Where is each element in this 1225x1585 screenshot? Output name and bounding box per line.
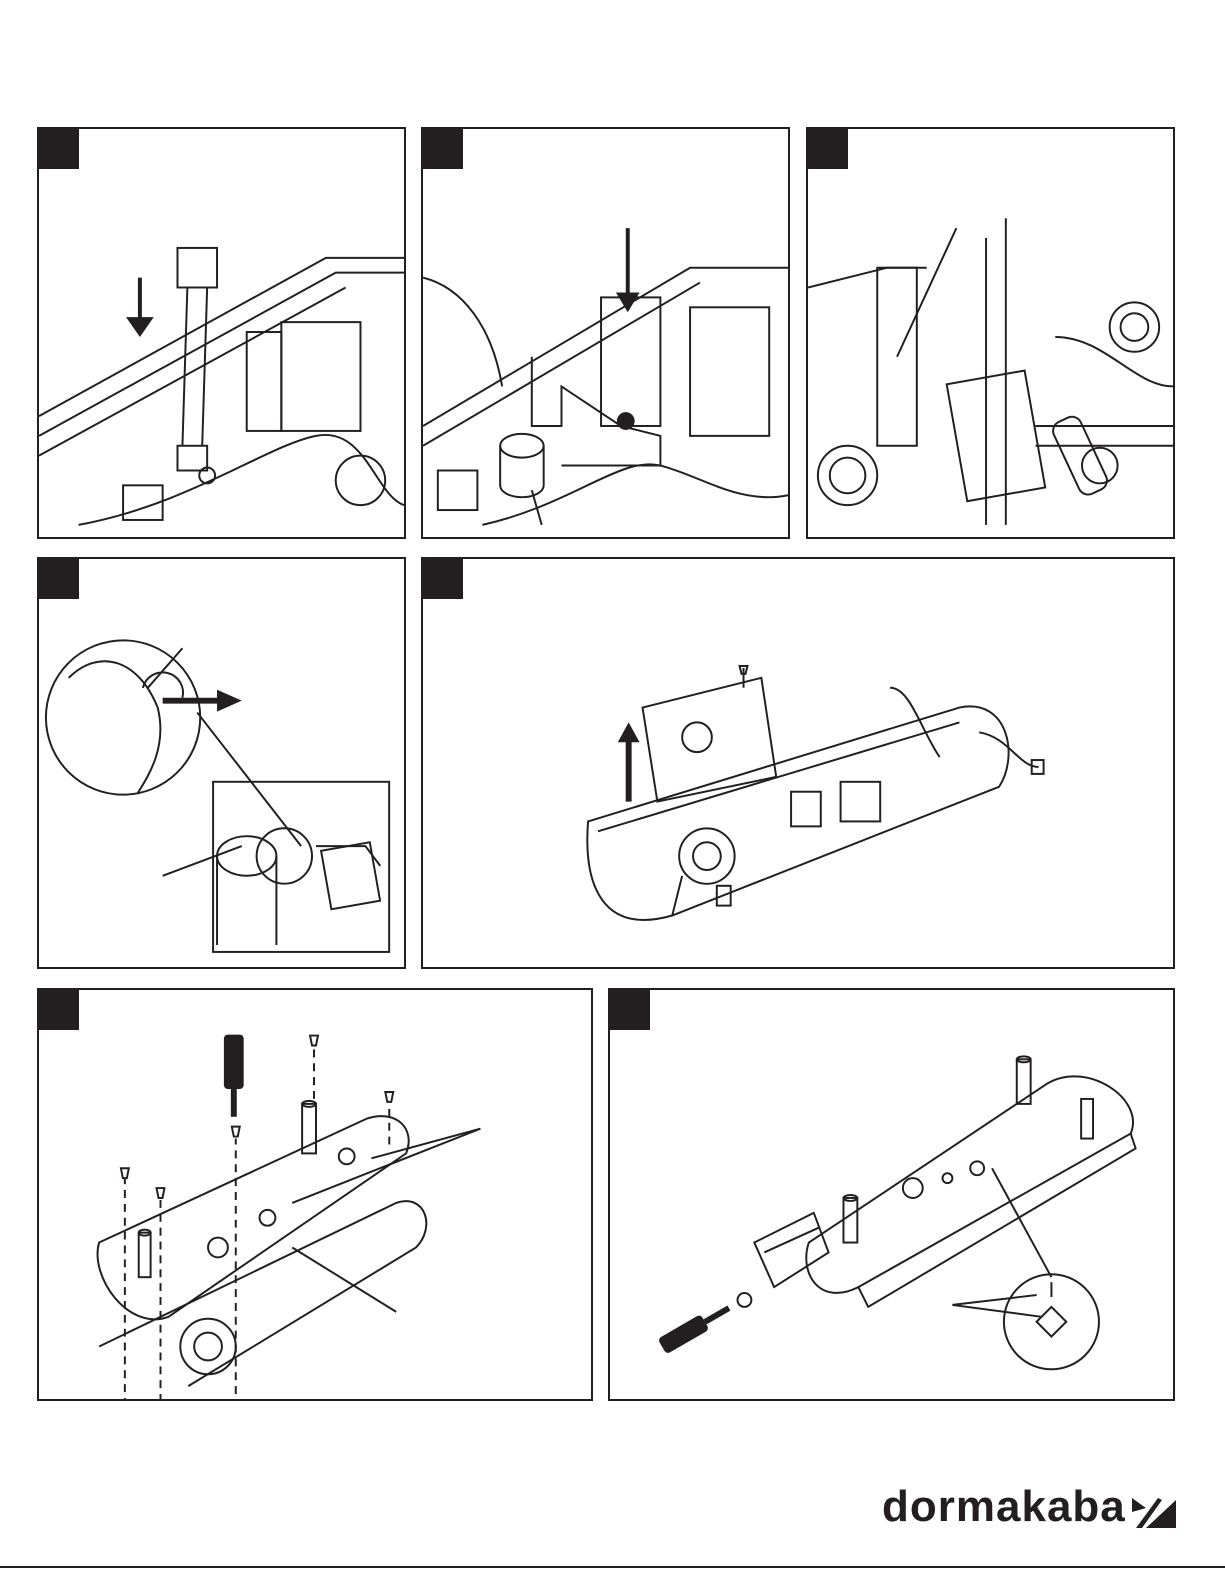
dormakaba-logo: dormakaba: [882, 1482, 1178, 1534]
cover-removal-illustration: [586, 664, 1045, 921]
step-panel-6: [37, 988, 593, 1401]
detail-zoom-illustration: [44, 639, 391, 953]
brand-mark-icon: [1132, 1498, 1176, 1528]
step-number-badge: [808, 129, 848, 169]
clip-install-illustration: [659, 1055, 1137, 1371]
step-number-badge: [39, 559, 79, 599]
footer-rule: [0, 1566, 1225, 1568]
arrow-down-icon: [615, 228, 640, 313]
step-panel-1: [37, 127, 406, 539]
plate-mount-illustration: [96, 1034, 481, 1399]
screwdriver-icon: [223, 1034, 244, 1117]
step-number-badge: [423, 129, 463, 169]
step-number-badge: [610, 990, 650, 1030]
screwdriver-icon: [659, 1305, 731, 1353]
step-number-badge: [39, 129, 79, 169]
bracket-install-illustration: [423, 228, 788, 526]
arrow-up-icon: [617, 722, 640, 802]
step-panel-4: [37, 557, 406, 969]
step-number-badge: [39, 990, 79, 1030]
arrow-right-icon: [162, 689, 242, 712]
brand-wordmark: dormakaba: [882, 1482, 1126, 1531]
step-panel-3: [806, 127, 1175, 539]
switch-detail-illustration: [808, 218, 1173, 525]
step-panel-7: [608, 988, 1175, 1401]
step-panel-2: [421, 127, 790, 539]
arrow-down-icon: [126, 277, 154, 337]
step-number-badge: [423, 559, 463, 599]
step-panel-5: [421, 557, 1175, 969]
switch-install-illustration: [39, 246, 404, 526]
